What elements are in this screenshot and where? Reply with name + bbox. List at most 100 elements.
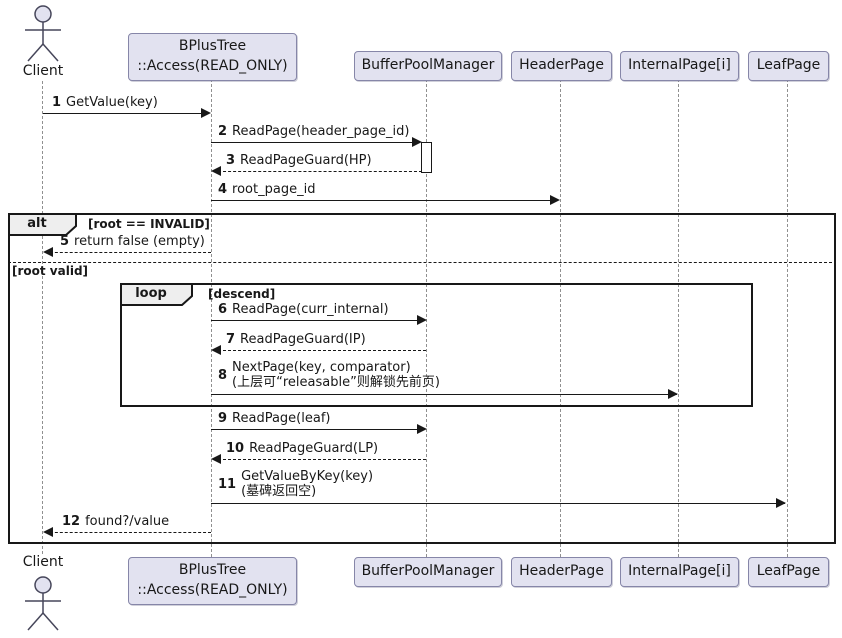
message-11-text-2: (墓碑返回空) (241, 484, 317, 500)
message-11-text: GetValueByKey(key) (241, 469, 374, 484)
message-8-text: NextPage(key, comparator) (232, 360, 411, 375)
message-6-text: ReadPage(curr_internal) (232, 302, 389, 317)
message-3-number: 3 (226, 153, 236, 168)
participant-internalpage-bottom: InternalPage[i] (620, 557, 739, 587)
lifeline-headerpage (560, 79, 561, 557)
participant-leafpage-bottom: LeafPage (748, 557, 829, 587)
message-8-text-2: (上层可“releasable”则解锁先前页) (232, 375, 440, 391)
lifeline-bplustree (211, 79, 212, 557)
message-11-arrowhead (776, 498, 786, 508)
participant-bufferpoolmanager-name-bottom: BufferPoolManager (361, 563, 495, 580)
message-10-number: 10 (226, 441, 245, 456)
participant-leafpage-name-bottom: LeafPage (756, 563, 821, 580)
message-5-label: 5 return false (empty) (60, 234, 205, 249)
message-12-number: 12 (62, 514, 81, 529)
client-actor-figure-bottom (25, 576, 61, 631)
participant-headerpage-bottom: HeaderPage (511, 557, 612, 587)
message-2-number: 2 (218, 124, 228, 139)
message-7-arrow (213, 350, 426, 351)
message-3-arrowhead (211, 166, 221, 176)
alt-frame (8, 213, 836, 544)
message-3-label: 3 ReadPageGuard(HP) (226, 153, 372, 168)
participant-internalpage-name-bottom: InternalPage[i] (628, 563, 731, 580)
participant-bufferpoolmanager-name: BufferPoolManager (361, 57, 495, 74)
lifeline-client (42, 81, 43, 554)
message-2-arrow (211, 142, 420, 143)
message-7-label: 7 ReadPageGuard(IP) (226, 332, 366, 347)
message-8-label: 8 NextPage(key, comparator) (上层可“releasa… (218, 360, 440, 391)
message-5-arrowhead (43, 247, 53, 257)
message-9-number: 9 (218, 411, 228, 426)
message-4-label: 4 root_page_id (218, 182, 315, 197)
message-5-number: 5 (60, 234, 70, 249)
lifeline-leafpage (787, 79, 788, 557)
loop-frame-label: loop (135, 286, 167, 301)
message-4-arrow (211, 200, 558, 201)
message-6-number: 6 (218, 302, 228, 317)
message-2-label: 2 ReadPage(header_page_id) (218, 124, 409, 139)
message-5-arrow (45, 252, 211, 253)
message-6-arrowhead (417, 315, 427, 325)
message-11-label: 11 GetValueByKey(key) (墓碑返回空) (218, 469, 373, 500)
message-12-label: 12 found?/value (62, 514, 169, 529)
message-7-number: 7 (226, 332, 236, 347)
loop-guard-label: [descend] (208, 287, 276, 301)
alt-guard-label: [root == INVALID] (88, 217, 210, 231)
client-actor-figure-top (25, 5, 61, 62)
participant-internalpage-name: InternalPage[i] (628, 57, 731, 74)
participant-headerpage-name: HeaderPage (519, 57, 604, 74)
participant-bufferpoolmanager-bottom: BufferPoolManager (354, 557, 502, 587)
message-4-text: root_page_id (232, 182, 316, 197)
message-9-arrow (211, 429, 425, 430)
participant-leafpage-top: LeafPage (748, 51, 829, 81)
client-label-bottom: Client (22, 554, 64, 570)
message-8-arrow (211, 394, 677, 395)
participant-leafpage-name: LeafPage (756, 57, 821, 74)
message-1-number: 1 (52, 95, 62, 110)
message-10-text: ReadPageGuard(LP) (249, 441, 379, 456)
message-8-number: 8 (218, 367, 228, 383)
participant-bplustree-name-bottom: BPlusTree (178, 562, 247, 579)
participant-bplustree-sub: ::Access(READ_ONLY) (137, 58, 288, 74)
message-1-label: 1 GetValue(key) (52, 95, 158, 110)
message-10-arrow (213, 459, 426, 460)
lifeline-internalpage (678, 79, 679, 557)
message-1-arrowhead (201, 108, 211, 118)
client-label-top: Client (22, 63, 64, 79)
message-6-label: 6 ReadPage(curr_internal) (218, 302, 389, 317)
participant-internalpage-top: InternalPage[i] (620, 51, 739, 81)
message-12-text: found?/value (85, 514, 170, 529)
message-2-text: ReadPage(header_page_id) (232, 124, 410, 139)
message-9-arrowhead (417, 424, 427, 434)
alt-frame-tag (8, 213, 77, 236)
alt-else-label: [root valid] (12, 264, 89, 278)
participant-bplustree-top: BPlusTree ::Access(READ_ONLY) (128, 33, 297, 81)
message-4-arrowhead (550, 195, 560, 205)
message-10-label: 10 ReadPageGuard(LP) (226, 441, 378, 456)
message-12-arrow (45, 532, 211, 533)
message-7-arrowhead (211, 345, 221, 355)
participant-headerpage-name-bottom: HeaderPage (519, 563, 604, 580)
message-3-text: ReadPageGuard(HP) (240, 153, 372, 168)
participant-bplustree-name: BPlusTree (178, 38, 247, 55)
message-1-arrow (43, 113, 209, 114)
message-5-text: return false (empty) (74, 234, 205, 249)
loop-frame-tag (120, 283, 193, 306)
message-2-arrowhead (412, 137, 422, 147)
message-11-arrow (211, 503, 785, 504)
message-3-arrow (213, 171, 422, 172)
message-12-arrowhead (43, 527, 53, 537)
message-7-text: ReadPageGuard(IP) (240, 332, 366, 347)
message-8-arrowhead (668, 389, 678, 399)
message-10-arrowhead (211, 454, 221, 464)
message-11-number: 11 (218, 476, 237, 492)
participant-bplustree-bottom: BPlusTree ::Access(READ_ONLY) (128, 557, 297, 605)
message-6-arrow (211, 320, 425, 321)
participant-bufferpoolmanager-top: BufferPoolManager (354, 51, 502, 81)
alt-divider (8, 262, 832, 263)
message-4-number: 4 (218, 182, 228, 197)
message-1-text: GetValue(key) (66, 95, 158, 110)
loop-frame (120, 283, 753, 407)
